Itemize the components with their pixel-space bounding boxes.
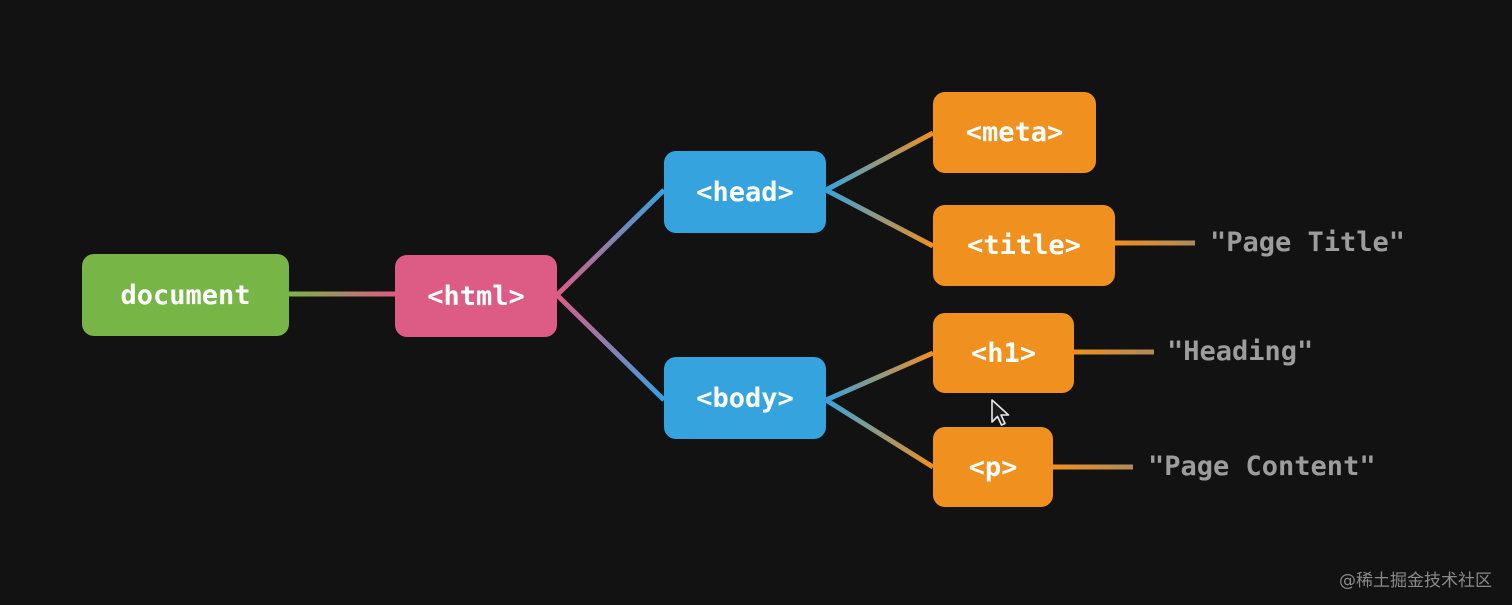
- edge-head-title: [824, 187, 935, 249]
- text-node-heading: "Heading": [1167, 336, 1314, 367]
- edge-body-p: [824, 397, 935, 470]
- node-h1: <h1>: [933, 313, 1074, 393]
- text-node-page-content: "Page Content": [1148, 451, 1376, 482]
- node-meta-label: <meta>: [965, 117, 1064, 148]
- text-node-page-title: "Page Title": [1210, 227, 1406, 258]
- watermark: @稀土掘金技术社区: [1339, 571, 1492, 591]
- mouse-pointer-icon: [991, 399, 1010, 426]
- node-head: <head>: [664, 151, 826, 233]
- node-title-label: <title>: [967, 230, 1081, 261]
- edge-body-h1: [824, 350, 935, 403]
- node-title: <title>: [933, 205, 1115, 286]
- node-meta: <meta>: [933, 92, 1096, 173]
- edge-html-head: [555, 188, 666, 297]
- node-body: <body>: [664, 357, 826, 439]
- node-html-label: <html>: [427, 280, 525, 312]
- node-document: document: [82, 254, 289, 336]
- edge-html-body: [555, 293, 666, 402]
- edge-head-meta: [824, 130, 935, 193]
- node-h1-label: <h1>: [970, 337, 1037, 369]
- node-p: <p>: [933, 427, 1053, 507]
- node-html: <html>: [395, 255, 557, 337]
- node-p-label: <p>: [968, 451, 1018, 483]
- node-body-label: <body>: [696, 382, 794, 414]
- node-document-label: document: [120, 279, 251, 311]
- node-head-label: <head>: [696, 176, 794, 208]
